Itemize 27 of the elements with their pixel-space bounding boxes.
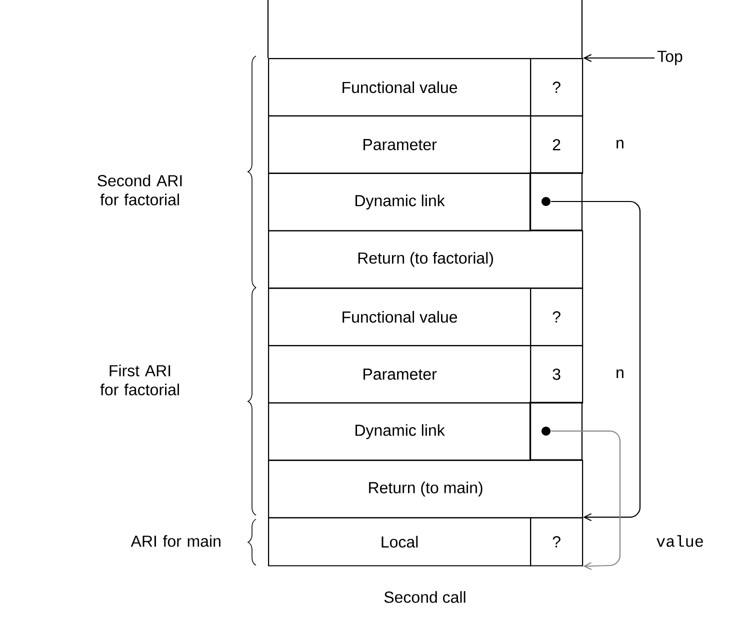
arrow: [583, 54, 655, 62]
arrow: [551, 200, 641, 522]
arrow: [551, 430, 621, 570]
pointer-dot: [542, 197, 550, 206]
stack-cell: Local: [268, 517, 532, 566]
text-label: First ARI for factorial: [100, 364, 179, 396]
stack-cell: 3: [530, 345, 584, 404]
stack-cell: 2: [530, 115, 584, 174]
text-label: ARI for main: [130, 535, 220, 547]
stack-cell: ?: [530, 288, 584, 346]
stack-cell: Parameter: [268, 345, 532, 404]
text-label: Second ARI for factorial: [98, 174, 182, 206]
stack-cell: Return (to factorial): [268, 230, 584, 289]
stack-cell: Functional value: [268, 58, 532, 116]
stack-cell: Functional value: [268, 288, 532, 346]
text-label: Second call: [384, 591, 466, 603]
text-label: n: [616, 140, 624, 148]
stack-cell: Parameter: [268, 115, 532, 174]
stack-cell: Dynamic link: [268, 172, 532, 232]
stack-cell: ?: [530, 517, 584, 566]
pointer-label: Top: [657, 50, 682, 66]
stack-cell: Dynamic link: [268, 402, 532, 461]
stack-cell: ?: [530, 58, 584, 116]
stack-cell: Return (to main): [268, 460, 584, 518]
text-label: value: [656, 535, 703, 547]
text-label: n: [616, 369, 624, 378]
pointer-dot: [542, 426, 550, 436]
